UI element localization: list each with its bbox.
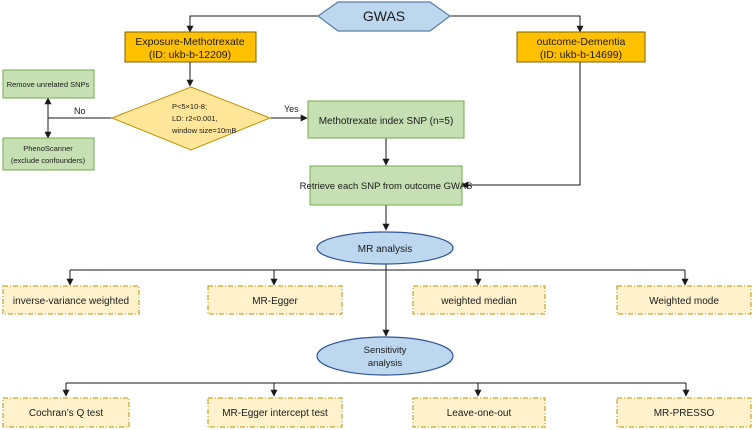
exposure-node: Exposure-Methotrexate (ID: ukb-b-12209) xyxy=(124,31,257,63)
phenoscanner-name: PhenoScanner xyxy=(23,144,73,153)
mr-analysis-node: MR analysis xyxy=(316,231,454,265)
outcome-id: (ID: ukb-b-14699) xyxy=(540,49,622,61)
index-snp-label: Methotrexate index SNP (n=5) xyxy=(319,116,454,127)
decision-no-label: No xyxy=(74,106,86,116)
mr-method-box xyxy=(2,285,140,315)
decision-ld: LD: r2<0.001, xyxy=(172,114,218,123)
mr-method-egger: MR-Egger xyxy=(252,296,298,307)
mr-analysis-label: MR analysis xyxy=(358,244,412,255)
sensitivity-method-box xyxy=(2,397,130,428)
exposure-id: (ID: ukb-b-12209) xyxy=(149,49,231,61)
sensitivity-label-1: Sensitivity xyxy=(364,345,407,356)
decision-pvalue: P<5×10-8; xyxy=(172,102,207,111)
sensitivity-method-box xyxy=(616,397,752,428)
mr-method-ivw: inverse-variance weighted xyxy=(13,296,129,307)
remove-snps-node: Remove unrelated SNPs xyxy=(2,69,95,99)
sensitivity-node: Sensitivity analysis xyxy=(316,336,454,376)
retrieve-label: Retrieve each SNP from outcome GWAS xyxy=(300,181,473,192)
sensitivity-method-box xyxy=(412,397,546,428)
mr-method-weighted-mode: Weighted mode xyxy=(649,296,719,307)
retrieve-node: Retrieve each SNP from outcome GWAS xyxy=(300,165,473,206)
mr-method-box xyxy=(412,285,546,315)
arrow-outcome-to-retrieve xyxy=(461,62,581,189)
outcome-node: outcome-Dementia (ID: ukb-b-14699) xyxy=(516,31,646,63)
sensitivity-cochran-q: Cochran’s Q test xyxy=(29,408,104,419)
mr-methods: inverse-variance weighted MR-Egger weigh… xyxy=(2,285,752,315)
decision-yes-label: Yes xyxy=(284,104,299,114)
exposure-name: Exposure-Methotrexate xyxy=(135,36,244,48)
outcome-name: outcome-Dementia xyxy=(537,36,626,48)
sensitivity-methods: Cochran’s Q test MR-Egger intercept test… xyxy=(2,397,752,428)
mr-method-weighted-median: weighted median xyxy=(440,296,517,307)
connectors xyxy=(44,15,690,397)
remove-snps-label: Remove unrelated SNPs xyxy=(7,80,90,89)
sensitivity-egger-intercept: MR-Egger intercept test xyxy=(222,408,328,419)
phenoscanner-node: PhenoScanner (exclude confounders) xyxy=(2,137,95,171)
arrow-gwas-to-outcome xyxy=(450,15,584,33)
gwas-label: GWAS xyxy=(363,8,405,24)
sensitivity-mr-presso: MR-PRESSO xyxy=(654,408,715,419)
phenoscanner-note: (exclude confounders) xyxy=(11,156,86,165)
decision-node: P<5×10-8; LD: r2<0.001, window size=10mB xyxy=(110,86,272,151)
sensitivity-leave-one-out: Leave-one-out xyxy=(447,408,512,419)
sensitivity-label-2: analysis xyxy=(368,358,403,369)
decision-window: window size=10mB xyxy=(171,126,236,135)
arrow-gwas-to-exposure xyxy=(186,15,318,33)
mr-method-box xyxy=(616,285,752,315)
index-snp-node: Methotrexate index SNP (n=5) xyxy=(307,100,465,139)
gwas-node: GWAS xyxy=(316,1,452,32)
mr-method-box xyxy=(207,285,343,315)
sensitivity-method-box xyxy=(207,397,343,428)
